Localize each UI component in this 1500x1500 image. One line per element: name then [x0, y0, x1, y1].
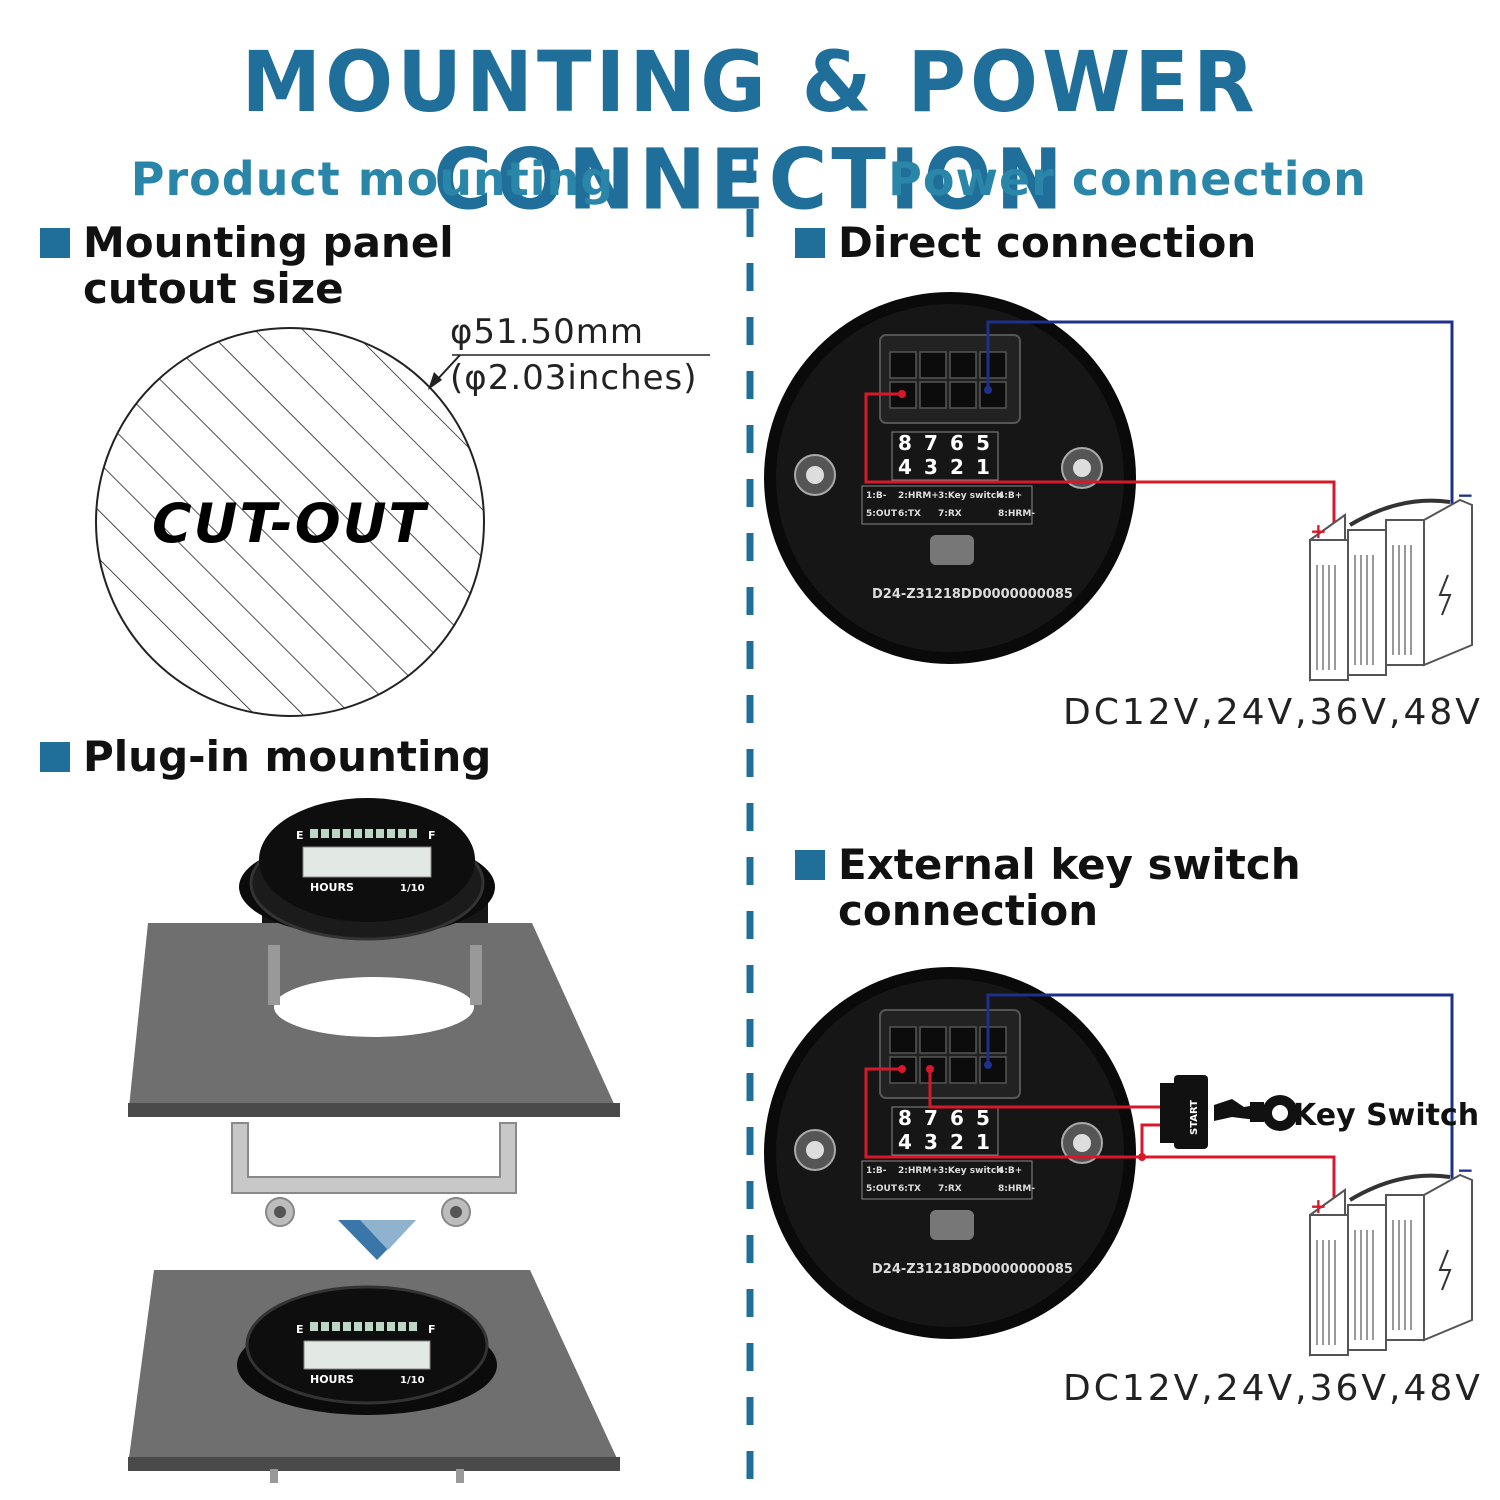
pin-legend: 2:HRM+ — [898, 491, 939, 501]
bullet-square-icon — [795, 228, 825, 258]
pin-legend: 1:B- — [866, 491, 887, 501]
pin-legend: 8:HRM- — [998, 1184, 1035, 1194]
bullet-square-icon — [40, 742, 70, 772]
section-divider — [746, 155, 754, 1495]
pin-legend: 8:HRM- — [998, 509, 1035, 519]
meter-hours-label: HOURS — [310, 1373, 354, 1386]
pin-label: 6 — [950, 431, 964, 455]
pin-label: 4 — [898, 1130, 912, 1154]
start-label: START — [1189, 1100, 1200, 1135]
pin-legend: 6:TX — [898, 509, 921, 519]
pin-label: 5 — [976, 1106, 990, 1130]
meter-e-label: E — [296, 829, 304, 842]
battery-minus-sign: − — [1457, 483, 1474, 507]
meter-tenth-label: 1/10 — [400, 1375, 425, 1386]
pin-label: 3 — [924, 455, 938, 479]
pin-legend: 6:TX — [898, 1184, 921, 1194]
external-voltage-label: DC12V,24V,36V,48V — [1063, 1368, 1483, 1409]
meter-e-label: E — [296, 1323, 304, 1336]
direct-connection-diagram: 8 7 6 5 4 3 2 1 1:B- 2:HRM+ 3:Key switch… — [764, 292, 1474, 682]
cutout-dimension-mm: φ51.50mm — [450, 312, 645, 352]
plug-in-bullet: Plug-in mounting — [83, 732, 492, 781]
battery-pack-icon — [1309, 498, 1473, 682]
battery-plus-sign: + — [1310, 1194, 1327, 1218]
battery-minus-sign: − — [1457, 1158, 1474, 1182]
external-bullet-line1: External key switch — [838, 840, 1301, 889]
cutout-bullet-line1: Mounting panel — [83, 218, 454, 267]
pin-legend: 1:B- — [866, 1166, 887, 1176]
pin-legend: 3:Key switch — [938, 491, 1003, 501]
meter-f-label: F — [428, 1323, 436, 1336]
positive-wire — [864, 1067, 1336, 1210]
pin-label: 2 — [950, 455, 964, 479]
pin-label: 8 — [898, 431, 912, 455]
direct-voltage-label: DC12V,24V,36V,48V — [1063, 692, 1483, 733]
pin-legend: 5:OUT — [866, 509, 898, 519]
pin-label: 3 — [924, 1130, 938, 1154]
cutout-diagram — [95, 327, 710, 717]
pin-label: 1 — [976, 455, 990, 479]
negative-wire — [986, 320, 1454, 505]
key-switch-icon: START — [1160, 1075, 1298, 1149]
positive-wire — [864, 392, 1336, 535]
meter-f-label: F — [428, 829, 436, 842]
pin-legend: 5:OUT — [866, 1184, 898, 1194]
direct-connection-bullet: Direct connection — [838, 218, 1257, 267]
bullet-square-icon — [795, 850, 825, 880]
negative-wire — [986, 993, 1454, 1180]
pin-label: 7 — [924, 431, 938, 455]
pin-legend: 4:B+ — [998, 1166, 1022, 1176]
pin-legend: 7:RX — [938, 1184, 962, 1194]
meter-hours-label: HOURS — [310, 881, 354, 894]
cutout-circle — [95, 327, 485, 717]
pin-legend: 3:Key switch — [938, 1166, 1003, 1176]
pin-legend: 4:B+ — [998, 491, 1022, 501]
serial-number: D24-Z31218DD0000000085 — [872, 587, 1073, 602]
pin-label: 7 — [924, 1106, 938, 1130]
pin-legend: 7:RX — [938, 509, 962, 519]
serial-number: D24-Z31218DD0000000085 — [872, 1262, 1073, 1277]
battery-plus-sign: + — [1310, 519, 1327, 543]
product-mounting-heading: Product mounting — [130, 152, 615, 206]
pin-label: 2 — [950, 1130, 964, 1154]
pin-label: 8 — [898, 1106, 912, 1130]
plug-in-mounting-illustration: E F HOURS 1/10 E F HOURS 1/10 — [128, 798, 620, 1483]
battery-pack-icon — [1309, 1173, 1473, 1357]
external-bullet-line2: connection — [838, 886, 1099, 935]
pin-label: 5 — [976, 431, 990, 455]
cutout-dimension-in: (φ2.03inches) — [450, 358, 698, 398]
key-switch-label: Key Switch — [1293, 1098, 1479, 1133]
pin-label: 1 — [976, 1130, 990, 1154]
cutout-label: CUT-OUT — [152, 492, 428, 555]
external-key-switch-diagram: 8 7 6 5 4 3 2 1 1:B- 2:HRM+ 3:Key switch… — [764, 967, 1479, 1357]
pin-legend: 2:HRM+ — [898, 1166, 939, 1176]
key-switch-wire — [928, 1069, 1160, 1109]
meter-tenth-label: 1/10 — [400, 883, 425, 894]
cutout-bullet-line2: cutout size — [83, 264, 344, 313]
pin-label: 6 — [950, 1106, 964, 1130]
bullet-square-icon — [40, 228, 70, 258]
power-connection-heading: Power connection — [888, 152, 1367, 206]
pin-label: 4 — [898, 455, 912, 479]
